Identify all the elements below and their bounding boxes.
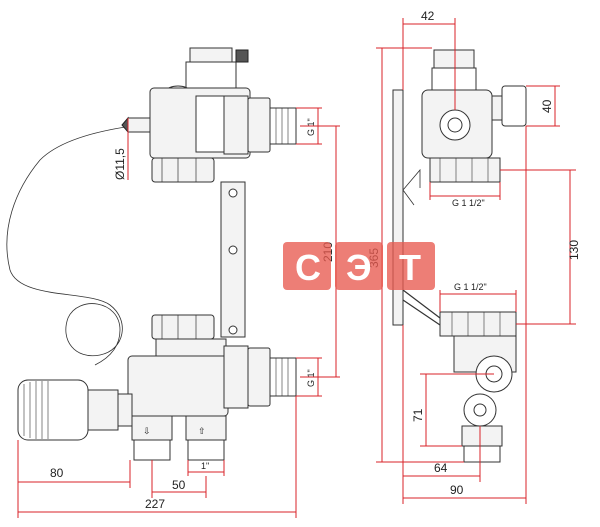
side-thermometer [501,85,527,127]
bottom-union-nut [151,314,215,340]
dim-height-71: 71 [411,408,425,422]
capillary-tube [6,124,141,366]
dim-thread-outlet: 1" [201,461,209,471]
dim-diameter-sensor: Ø11,5 [113,148,127,180]
side-outlet-thread [463,445,501,463]
dim-thread-top: G 1" [306,118,316,136]
top-union-nut [151,157,215,183]
valve-stem [117,393,133,427]
front-dimensions: Ø11,5 G 1" G 1" 210 80 1" 50 [17,107,340,518]
thermostatic-head [17,379,89,441]
side-outlet [461,425,503,447]
dim-depth-64: 64 [434,461,448,475]
bottom-outlet-thread [269,357,297,397]
watermark-logo: С Э Т [283,242,435,290]
mixing-body [127,355,229,417]
side-bottom-nut [439,311,517,337]
top-inner [195,95,227,153]
svg-text:⇩: ⇩ [143,426,151,436]
dim-side-height-40: 40 [540,99,554,113]
dim-thread-bottom: G 1" [306,369,316,387]
dim-spacing-50: 50 [172,478,186,492]
air-vent-body [185,61,237,91]
top-outlet-thread [269,107,297,145]
dim-width-80: 80 [50,466,64,480]
bottom-right-collar [223,345,249,409]
dim-nut-bottom: G 1 1/2" [454,282,487,292]
watermark-box-1 [283,242,331,290]
svg-text:⇧: ⇧ [198,426,206,436]
dim-spacing-130: 130 [567,240,581,260]
dim-overall-227: 227 [145,497,165,511]
front-view: ⇩ ⇧ [6,47,297,461]
dim-top-width-42: 42 [421,9,435,23]
watermark-letter-3: Т [399,247,421,288]
vent-screw [235,49,249,63]
return-thread [133,439,171,461]
side-vent-cap [433,49,475,69]
supply-port [185,415,227,441]
watermark-letter-1: С [295,247,321,288]
supply-thread [187,439,225,461]
top-nut [247,97,271,153]
dim-depth-90: 90 [450,483,464,497]
bottom-nut [247,347,271,407]
sensor-tip [121,116,129,134]
head-adapter [87,389,119,431]
air-vent-cap [189,47,233,63]
side-top-nut [429,157,501,183]
mounting-bracket [220,181,246,338]
watermark-letter-2: Э [346,247,372,288]
wall-plate [392,89,404,326]
return-port [131,415,173,441]
watermark-box-3 [387,242,435,290]
dim-nut-top: G 1 1/2" [452,198,485,208]
watermark-box-2 [335,242,383,290]
top-right-collar [223,95,249,155]
